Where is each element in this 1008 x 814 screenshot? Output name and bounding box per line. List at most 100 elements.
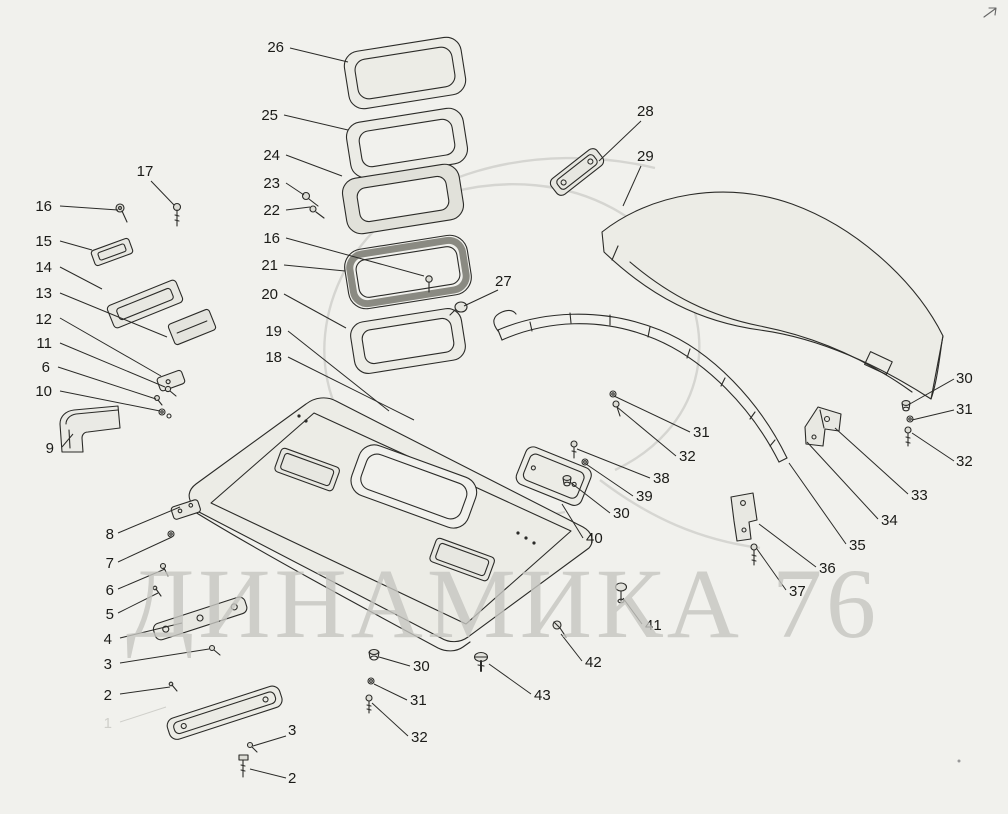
part-callout-27: 27: [495, 273, 512, 290]
lamp-housing-40: [515, 446, 592, 506]
leader-line-12: [59, 317, 162, 377]
panel-thickness-line: [194, 511, 471, 652]
pin-5: [152, 585, 162, 597]
leader-line-10: [59, 390, 161, 412]
leader-line-41: [622, 597, 643, 625]
part-callout-1: 1: [104, 715, 112, 732]
grommet-30-mid: [562, 475, 572, 487]
leader-line-15: [59, 240, 93, 251]
screw-32-bottom: [365, 694, 373, 714]
leader-line-32: [911, 432, 955, 462]
leader-line-16: [285, 237, 425, 277]
hatch-opening: [350, 444, 478, 529]
part-callout-31: 31: [410, 692, 427, 709]
leader-line-23: [285, 182, 305, 196]
roof-bow-35: [493, 309, 788, 463]
part-callout-43: 43: [534, 687, 551, 704]
leader-line-42: [560, 633, 583, 662]
part-callout-31: 31: [956, 401, 973, 418]
leader-line-18: [287, 356, 415, 421]
leader-line-34: [806, 441, 879, 520]
leader-line-6: [117, 568, 166, 590]
hinge-8: [170, 499, 201, 520]
leader-line-20: [283, 293, 347, 329]
screw-16-left: [115, 203, 128, 223]
leader-line-30: [569, 481, 611, 514]
leader-line-30: [907, 378, 955, 406]
part-callout-22: 22: [263, 202, 280, 219]
part-callout-42: 42: [585, 654, 602, 671]
part-callout-30: 30: [413, 658, 430, 675]
bracket-15: [90, 237, 134, 267]
screw-23: [301, 191, 319, 207]
leader-line-8: [117, 506, 181, 534]
corner-mark: [983, 7, 997, 18]
part-callout-6: 6: [106, 582, 114, 599]
part-callout-15: 15: [35, 233, 52, 250]
part-callout-13: 13: [35, 285, 52, 302]
bracket-13: [167, 308, 217, 346]
part-callout-2: 2: [288, 770, 296, 787]
part-callout-9: 9: [46, 440, 54, 457]
part-callout-37: 37: [789, 583, 806, 600]
leader-line-2: [119, 686, 171, 695]
screw-43: [473, 651, 489, 672]
part-callout-26: 26: [267, 39, 284, 56]
leader-line-28: [598, 120, 642, 162]
leader-line-35: [788, 462, 847, 545]
part-callout-41: 41: [645, 617, 662, 634]
part-callout-12: 12: [35, 311, 52, 328]
part-callout-19: 19: [265, 323, 282, 340]
roof-panel: [188, 397, 593, 652]
part-callout-3: 3: [288, 722, 296, 739]
leader-line-30: [378, 656, 411, 667]
vent-recess-right: [429, 537, 495, 582]
part-callout-39: 39: [636, 488, 653, 505]
washer-10: [158, 408, 172, 419]
hinge-12: [156, 369, 186, 392]
leader-line-19: [287, 330, 390, 412]
leader-line-22: [285, 206, 311, 211]
leader-line-21: [283, 264, 346, 272]
screw-16-top: [425, 275, 433, 293]
page-speck: [957, 759, 961, 763]
washer-7: [167, 530, 175, 538]
pin-2-upper: [168, 681, 178, 692]
leader-line-27: [463, 289, 499, 307]
leader-line-38: [576, 448, 651, 479]
part-callout-3: 3: [104, 656, 112, 673]
frame-24: [341, 163, 465, 235]
leader-line-29: [622, 165, 642, 207]
leader-line-24: [285, 154, 343, 177]
part-callout-32: 32: [956, 453, 973, 470]
part-callout-36: 36: [819, 560, 836, 577]
leader-line-3: [252, 735, 287, 747]
part-callout-4: 4: [104, 631, 112, 648]
part-callout-16: 16: [263, 230, 280, 247]
part-callout-20: 20: [261, 286, 278, 303]
seal-frame-21: [344, 234, 472, 310]
screw-32-right: [904, 426, 912, 447]
leader-line-31: [373, 683, 408, 701]
leader-line-25: [283, 114, 349, 131]
leader-line-33: [834, 427, 909, 495]
screw-17: [172, 202, 182, 227]
part-callout-30: 30: [613, 505, 630, 522]
screw-22: [309, 205, 325, 219]
grommet-30-bottom: [368, 648, 380, 661]
bracket-28: [549, 148, 605, 196]
part-callout-24: 24: [263, 147, 280, 164]
bracket-4: [152, 596, 248, 641]
leader-line-11: [59, 342, 166, 388]
part-callout-7: 7: [106, 555, 114, 572]
part-callout-11: 11: [36, 335, 52, 352]
leader-line-26: [289, 47, 349, 63]
leader-line-2: [249, 768, 287, 779]
part-callout-29: 29: [637, 148, 654, 165]
leader-line-31: [613, 395, 691, 433]
part-callout-16: 16: [35, 198, 52, 215]
screw-37: [750, 543, 758, 566]
washer-39: [581, 458, 589, 466]
